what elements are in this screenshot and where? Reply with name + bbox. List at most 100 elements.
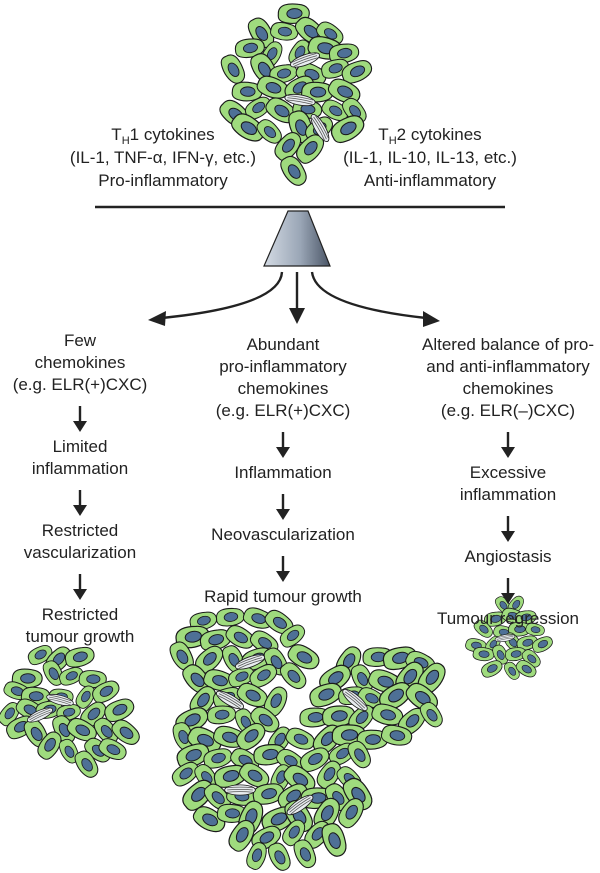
cell-nucleus [203,652,217,666]
vessel-wall-line [227,788,253,791]
cell-nucleus [520,613,532,622]
branch-3-header-line-4: (e.g. ELR(–)CXC) [441,401,575,420]
blood-vessel [342,688,368,712]
cell-nucleus [212,675,228,687]
branch-3-arrow-1-head [501,447,515,458]
cell-nucleus [211,752,226,764]
cell-nucleus [479,624,489,634]
cell-nucleus [214,709,230,720]
vessel-wall-line [218,693,242,707]
cell-nucleus [365,734,381,745]
tumour-cell [419,701,443,728]
cell-nucleus [119,726,134,740]
cell-nucleus [537,640,548,649]
branch-1-arrow-2-head [73,505,87,516]
tumour-cell [347,740,371,769]
cell-nucleus [30,726,43,741]
vessel-wall-line [286,99,313,105]
tumour-cell [267,842,291,871]
cell-nucleus [510,650,522,658]
cell-nucleus [295,119,308,136]
vessel-wall-line [238,659,263,669]
tumour-cell [350,664,374,693]
tumour-cell [93,717,119,744]
branch-2-header-line-4: (e.g. ELR(+)CXC) [216,401,351,420]
th2-cytokine-label: TH2 cytokines (IL-1, IL-10, IL-13, etc.)… [343,125,517,190]
th1-prefix: T [111,125,121,144]
cell-nucleus [190,672,205,688]
tumour-cell [282,819,306,847]
tumour-cell [231,81,263,102]
branch-2-step-1-line-1: Inflammation [234,463,331,482]
cell-nucleus [286,8,303,19]
cell-nucleus [263,126,277,139]
cell-nucleus [4,707,15,720]
tumour-cell [207,705,237,725]
branch-arrow-left [161,271,284,320]
branch-2-arrow-1-head [276,447,290,458]
branch-1-step-3-line-1: Restricted [42,605,119,624]
cell-nucleus [197,692,210,708]
cell-nucleus [287,669,301,683]
tumour-cluster-rapid [169,607,446,871]
tumour-cell [111,719,140,745]
vessel-wall-line [344,691,366,709]
cell-nucleus [34,649,47,660]
tumour-cell [220,54,246,84]
tumour-cell [525,623,545,636]
vessel-wall-line [219,691,243,705]
tumour-cell [192,806,226,833]
cell-nucleus [508,666,517,676]
cell-nucleus [112,703,128,716]
cell-nucleus [521,664,532,674]
vessel-wall-line [48,696,72,704]
branch-arrowhead-left [148,311,166,326]
branch-arrowhead-middle [289,308,305,324]
cell-nucleus [252,101,266,114]
cell-nucleus [340,729,359,741]
branch-arrows [148,271,440,327]
tumour-cell [287,644,320,670]
blood-vessel [46,693,74,707]
tumour-cell [230,113,265,142]
tumour-cell [80,701,107,728]
tumour-cell [296,134,325,164]
tumour-cell [285,727,315,750]
branch-arrowhead-right [423,311,440,327]
tumour-cell [182,664,212,694]
cell-nucleus [197,615,211,626]
tumour-cluster-regression [465,595,553,680]
tumour-cell [236,722,266,751]
cell-nucleus [245,689,261,702]
branch-2-arrow-3-head [276,571,290,582]
branch-3-step-1-line-1: Excessive [470,463,547,482]
cell-nucleus [337,85,354,98]
cell-nucleus [100,725,113,738]
cell-nucleus [328,63,343,74]
branch-2-arrow-2-head [276,509,290,520]
tumour-cell [256,75,289,99]
tumour-cell [246,842,267,871]
cell-nucleus [308,753,323,766]
cell-nucleus [299,847,311,862]
cell-nucleus [284,755,298,767]
cell-nucleus [293,733,309,745]
branch-arrow-right [310,271,427,320]
cell-nucleus [304,141,318,156]
th2-role: Anti-inflammatory [364,171,497,190]
cell-nucleus [86,674,101,684]
tumour-cell [11,668,43,689]
tumour-cell [279,624,306,648]
vessel-wall-line [496,636,514,640]
tumour-cell [484,611,507,627]
vessel-wall-line [28,708,50,719]
branch-1-arrow-3-head [73,589,87,600]
cell-nucleus [227,62,240,77]
cell-nucleus [377,675,394,688]
tumour-cell [225,625,255,649]
branch-2-step-3-line-1: Rapid tumour growth [204,587,362,606]
vessel-wall-line [227,786,253,789]
cell-nucleus [514,625,526,633]
th1-suffix: 1 cytokines [130,125,215,144]
cell-nucleus [328,671,344,685]
